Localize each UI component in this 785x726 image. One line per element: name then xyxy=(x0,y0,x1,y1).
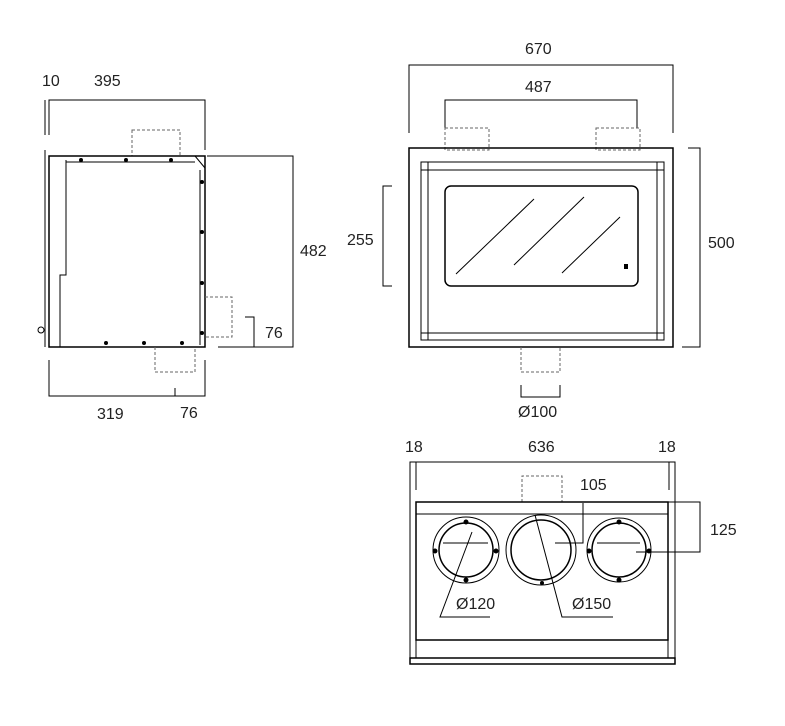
top-body xyxy=(415,501,669,641)
dim-depth-total: 395 xyxy=(94,73,121,90)
dim-height: 500 xyxy=(708,235,735,252)
dim-height: 482 xyxy=(300,243,327,260)
glass-window xyxy=(444,185,639,287)
glass-reflection-lines xyxy=(455,196,621,275)
dim-left-margin: 18 xyxy=(405,439,423,456)
dim-outlet-spacing: 487 xyxy=(525,79,552,96)
dim-line-depth xyxy=(636,501,701,553)
dim-center-offset: 105 xyxy=(580,477,607,494)
dim-bottom-outlet-offset: 76 xyxy=(180,405,198,422)
left-outlet-dashed xyxy=(444,127,490,151)
rear-outlet-dashed xyxy=(205,296,233,338)
dim-front-offset: 10 xyxy=(42,73,60,90)
dim-line-width xyxy=(408,64,674,133)
logo-mark xyxy=(624,264,628,269)
bottom-outlet-dashed xyxy=(154,347,196,373)
left-outlet-ring xyxy=(432,516,500,584)
leader-center-outlet xyxy=(534,514,613,618)
dim-depth-to-center: 125 xyxy=(710,522,737,539)
dim-bottom-outlet-diameter: Ø100 xyxy=(518,404,557,421)
dim-line-outlets xyxy=(444,99,638,128)
dim-line-bottom xyxy=(48,360,206,397)
front-body xyxy=(408,147,674,348)
dim-line-rear-outlet xyxy=(245,316,255,347)
dim-glass-height: 255 xyxy=(347,232,374,249)
dim-center-outlet-diameter: Ø150 xyxy=(572,596,611,613)
side-view: 10 395 482 76 319 76 xyxy=(37,73,327,423)
dim-line-glass xyxy=(382,185,392,287)
dim-bottom-outlet-position: 319 xyxy=(97,406,124,423)
dim-rear-outlet-height: 76 xyxy=(265,325,283,342)
dim-line-height xyxy=(207,155,294,348)
dim-line-bottom-outlet xyxy=(520,385,561,398)
front-view: 670 487 255 500 Ø100 xyxy=(347,41,735,421)
front-frame xyxy=(420,161,665,341)
dim-line-front-height xyxy=(682,147,701,348)
center-outlet xyxy=(510,519,572,581)
dim-line-top xyxy=(44,99,206,150)
dim-line-top-width xyxy=(409,461,676,660)
dim-right-margin: 18 xyxy=(658,439,676,456)
top-outlet-dashed xyxy=(131,129,181,157)
dim-line-center-offset xyxy=(555,503,584,544)
side-body xyxy=(48,155,206,348)
dim-width: 636 xyxy=(528,439,555,456)
right-outlet xyxy=(591,522,647,578)
center-outlet-ring xyxy=(505,514,577,586)
base-plate xyxy=(409,657,676,665)
side-body-details xyxy=(44,150,206,347)
top-view: 18 636 18 105 125 Ø120 Ø150 xyxy=(405,439,737,665)
dim-width-total: 670 xyxy=(525,41,552,58)
left-outlet xyxy=(438,522,494,578)
dim-side-outlet-diameter: Ø120 xyxy=(456,596,495,613)
top-outlet-dashed xyxy=(521,475,563,502)
bottom-outlet-dashed xyxy=(520,347,561,373)
right-outlet-dashed xyxy=(595,127,641,151)
side-knob-icon xyxy=(37,326,45,334)
leader-side-outlet xyxy=(439,531,490,618)
right-outlet-ring xyxy=(586,517,652,583)
